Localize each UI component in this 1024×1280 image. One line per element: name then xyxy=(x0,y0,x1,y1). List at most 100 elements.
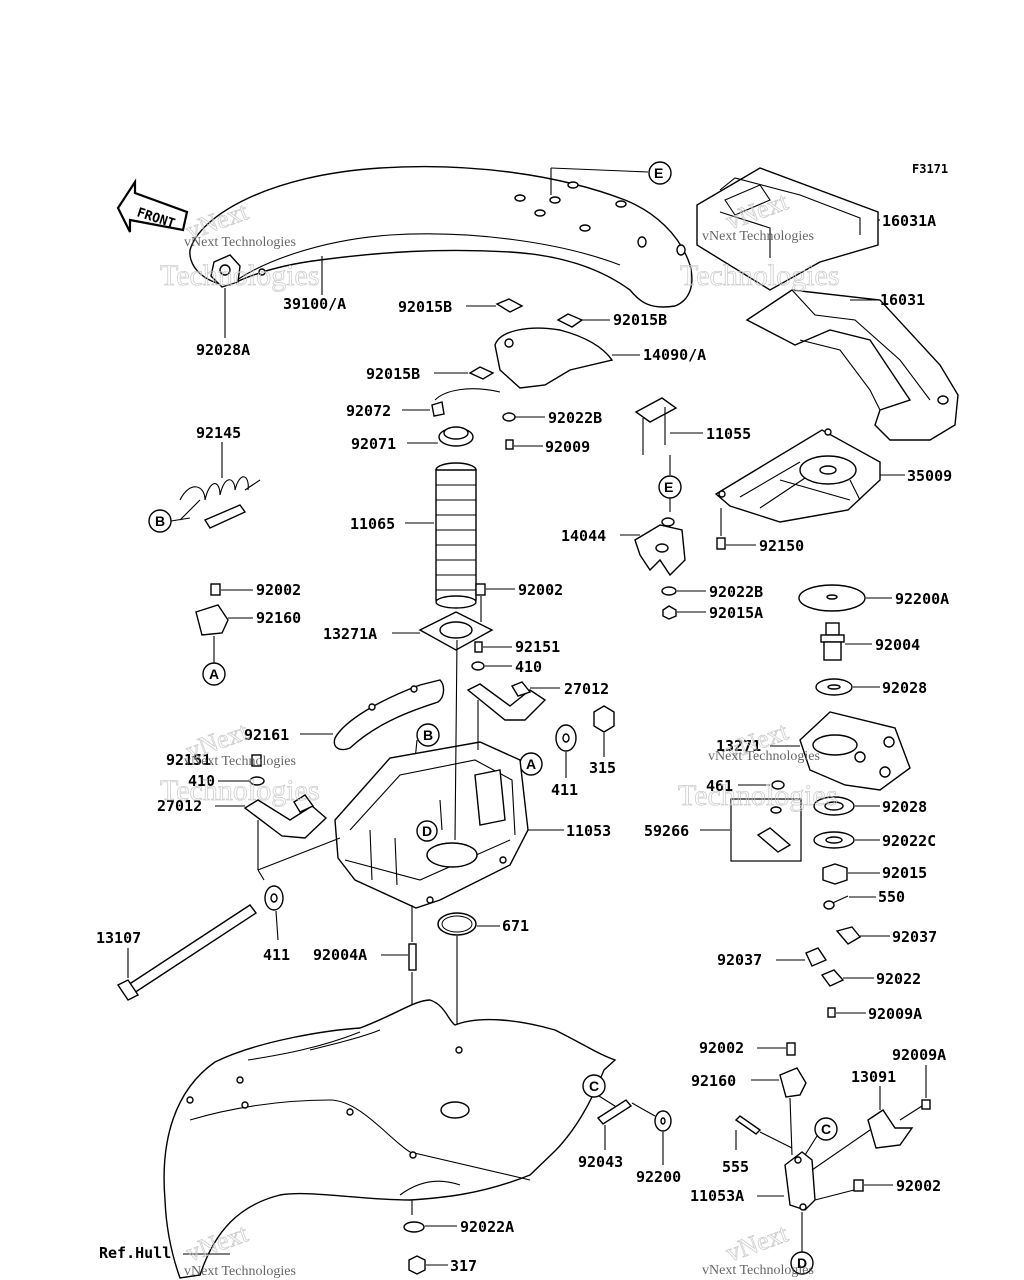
bracket-14044-part xyxy=(634,517,686,577)
bracket-35009-part xyxy=(714,428,881,523)
clip-92015b-a xyxy=(495,298,524,313)
label-315: 315 xyxy=(589,759,616,777)
label-92002-1: 92002 xyxy=(256,581,301,599)
label-27012-1: 27012 xyxy=(564,680,609,698)
callout-b-2 xyxy=(416,723,440,747)
label-92022a: 92022A xyxy=(460,1218,514,1236)
label-11053a: 11053A xyxy=(690,1187,744,1205)
bolt-92151-2 xyxy=(251,754,262,767)
stud-92004a-part xyxy=(408,943,417,971)
label-550: 550 xyxy=(878,888,905,906)
label-92028-1: 92028 xyxy=(882,679,927,697)
front-arrow-icon: FRONT xyxy=(116,178,189,233)
label-13107: 13107 xyxy=(96,929,141,947)
label-92015b-2: 92015B xyxy=(613,311,667,329)
label-555: 555 xyxy=(722,1158,749,1176)
svg-text:vNext Technologies: vNext Technologies xyxy=(708,749,820,764)
label-92015: 92015 xyxy=(882,864,927,882)
boot-11065-part xyxy=(435,462,477,609)
label-92150: 92150 xyxy=(759,537,804,555)
label-11053: 11053 xyxy=(566,822,611,840)
callout-b-label: B xyxy=(155,513,165,529)
clamp-92037-1 xyxy=(835,926,862,945)
label-92151-2: 92151 xyxy=(166,751,211,769)
bracket-11055-part xyxy=(634,397,678,455)
pin-92043 xyxy=(596,1099,633,1125)
label-92022b-1: 92022B xyxy=(548,409,602,427)
nut-92015a xyxy=(662,605,677,620)
callout-e-2-label: E xyxy=(664,479,673,495)
label-92145: 92145 xyxy=(196,424,241,442)
callout-d-2 xyxy=(790,1251,814,1275)
nut-92015 xyxy=(822,863,848,885)
svg-text:vNext Technologies: vNext Technologies xyxy=(702,1263,814,1278)
label-16031a: 16031A xyxy=(882,212,936,230)
label-14090a: 14090/A xyxy=(643,346,706,364)
bolt-92002-4 xyxy=(853,1179,864,1192)
label-92022b-2: 92022B xyxy=(709,583,763,601)
pin-555 xyxy=(734,1115,762,1135)
svg-text:Technologies: Technologies xyxy=(160,774,320,807)
bolt-92009a-2 xyxy=(921,1099,931,1110)
label-92002-4: 92002 xyxy=(896,1177,941,1195)
bolt-92002-2 xyxy=(475,583,486,596)
washer-92022b-2 xyxy=(661,586,677,596)
callout-c-2-label: C xyxy=(821,1121,831,1137)
bracket-27012-part xyxy=(466,681,547,721)
callout-a xyxy=(202,662,226,686)
svg-text:vNext Technologies: vNext Technologies xyxy=(184,235,296,250)
label-92015b-1: 92015B xyxy=(398,298,452,316)
svg-text:vNext Technologies: vNext Technologies xyxy=(702,229,814,244)
clamp-92072-part xyxy=(431,388,501,417)
bolt-92002 xyxy=(210,583,221,596)
bracket-27012-left-part xyxy=(243,794,328,839)
label-411-1: 411 xyxy=(551,781,578,799)
label-13271a: 13271A xyxy=(323,625,377,643)
label-11055: 11055 xyxy=(706,425,751,443)
label-92022c: 92022C xyxy=(882,832,936,850)
bolt-92151 xyxy=(474,641,483,653)
kit-59266-part xyxy=(730,798,802,862)
label-92151-1: 92151 xyxy=(515,638,560,656)
label-14044: 14044 xyxy=(561,527,606,545)
clamp-92037-2 xyxy=(805,947,828,967)
bracket-11053a-part xyxy=(784,1129,871,1211)
label-92160-2: 92160 xyxy=(691,1072,736,1090)
svg-text:vNext Technologies: vNext Technologies xyxy=(184,1264,296,1279)
grommet-92071-part xyxy=(438,426,474,447)
label-92160-1: 92160 xyxy=(256,609,301,627)
bolt-92150 xyxy=(716,537,726,550)
label-35009: 35009 xyxy=(907,467,952,485)
label-92037-1: 92037 xyxy=(892,928,937,946)
label-410-2: 410 xyxy=(188,772,215,790)
label-13091: 13091 xyxy=(851,1068,896,1086)
bolt-92009a xyxy=(827,1007,836,1018)
bracket-13091 xyxy=(867,1109,914,1149)
callout-d-2-label: D xyxy=(797,1255,807,1271)
bolt-92009 xyxy=(505,439,514,450)
label-11065: 11065 xyxy=(350,515,395,533)
label-ref-hull: Ref.Hull xyxy=(99,1244,171,1262)
label-317: 317 xyxy=(450,1257,477,1275)
label-92071: 92071 xyxy=(351,435,396,453)
handlebar-cover-part xyxy=(189,165,693,308)
oring-671 xyxy=(437,912,477,936)
label-39100a: 39100/A xyxy=(283,295,346,313)
stud-92004-part xyxy=(820,622,845,661)
label-410-1: 410 xyxy=(515,658,542,676)
label-92022: 92022 xyxy=(876,970,921,988)
callout-c-label: C xyxy=(589,1078,599,1094)
label-92009a-2: 92009A xyxy=(892,1046,946,1064)
washer-410-2 xyxy=(249,776,265,786)
block-92160-2 xyxy=(779,1067,807,1098)
nut-317 xyxy=(408,1255,426,1275)
callout-a-label: A xyxy=(209,666,219,682)
block-92160 xyxy=(195,604,229,636)
svg-text:Technologies: Technologies xyxy=(680,259,840,292)
label-92161: 92161 xyxy=(244,726,289,744)
nut-315 xyxy=(593,705,615,733)
callout-d xyxy=(416,820,438,842)
label-92002-3: 92002 xyxy=(699,1039,744,1057)
label-92002-2: 92002 xyxy=(518,581,563,599)
figure-id: F3171 xyxy=(912,162,948,176)
